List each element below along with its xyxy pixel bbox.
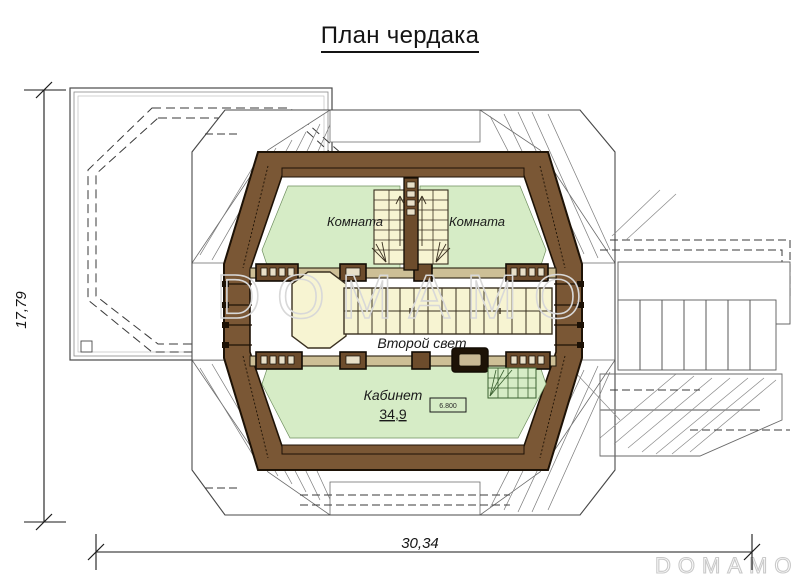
dimension-vertical: 17,79 [13, 81, 66, 531]
dimension-horizontal-label: 30,34 [401, 535, 439, 552]
watermark-secondary: DOMAMO [655, 553, 798, 578]
right-terrace-block [555, 189, 791, 457]
terrace-deck-hatch [599, 373, 777, 455]
gallery-partition-walls [249, 263, 557, 373]
page-title-text: План чердака [320, 22, 480, 53]
room-label-komnata-right: Комната [449, 214, 505, 229]
watermark-primary: DOMAMO [216, 263, 598, 332]
room-fills [261, 185, 547, 439]
stair-direction-arrows [371, 195, 451, 263]
main-staircase [371, 177, 451, 271]
room-label-komnata-left: Комната [327, 214, 383, 229]
side-wall-mullions [222, 281, 584, 348]
central-gallery-balcony [291, 271, 553, 349]
room-label-kabinet: Кабинет [364, 387, 423, 403]
terrace-railing [617, 299, 777, 371]
dimension-vertical-label: 17,79 [13, 291, 30, 329]
wall-openings-upper [255, 263, 549, 282]
secondary-winder-stair [487, 367, 537, 399]
wall-openings-lower [255, 347, 551, 373]
roof-slope-hatching [191, 109, 616, 516]
room-label-vtoroy-svet: Второй свет [377, 335, 467, 351]
dimension-horizontal: 30,34 [87, 534, 761, 570]
elevation-marker-label: 6.800 [439, 403, 457, 410]
room-area-kabinet: 34,9 [379, 406, 406, 422]
page-title: План чердака [0, 22, 800, 53]
elevation-marker: 6.800 [429, 397, 467, 413]
gallery-balusters [357, 288, 541, 334]
